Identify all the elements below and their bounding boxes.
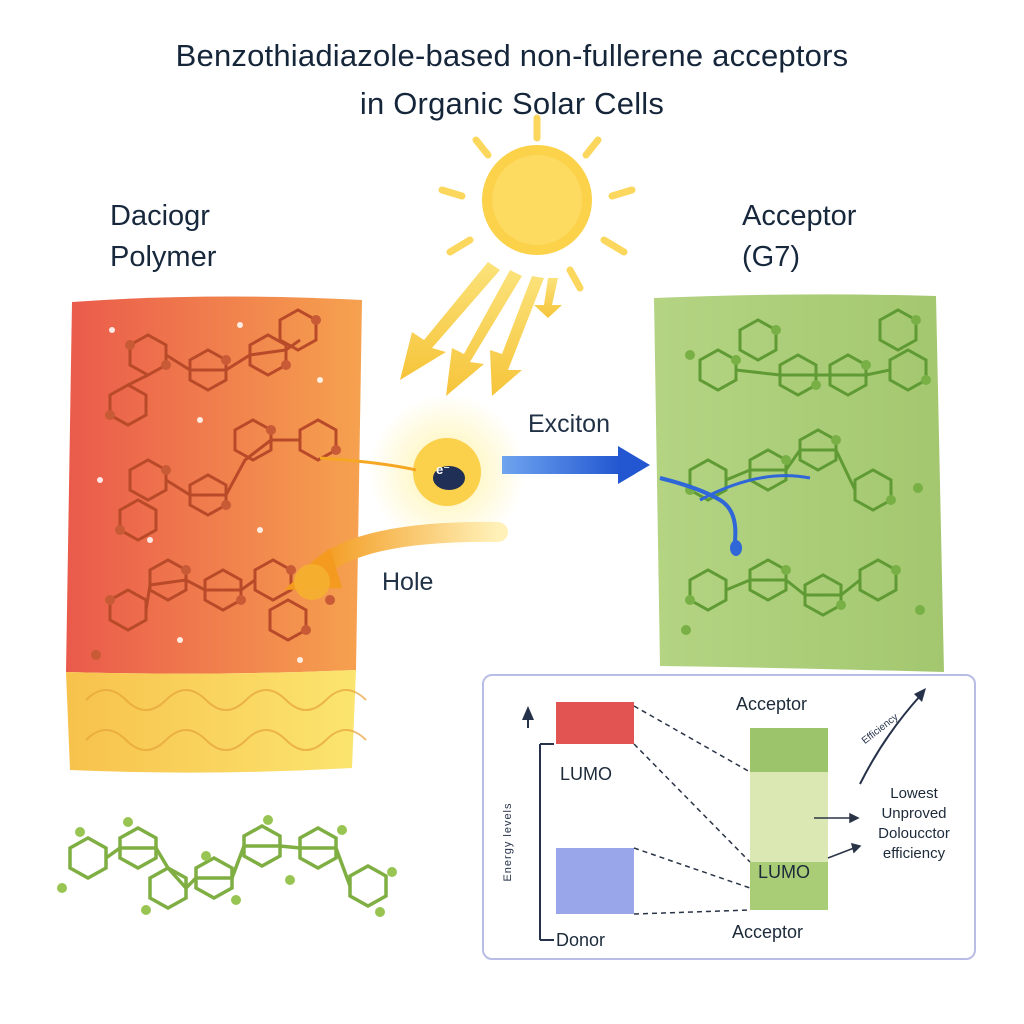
acceptor-lumo-label: LUMO (758, 862, 811, 882)
note-arrows (814, 812, 862, 859)
sun-ray-arrows (400, 262, 562, 396)
hole-label: Hole (382, 568, 434, 596)
connector-lines (633, 705, 751, 915)
donor-lumo-level (556, 702, 634, 744)
energy-level-panel: Energy levels LUMO Donor Acceptor LUMO A… (482, 674, 976, 960)
donor-atoms (91, 315, 341, 660)
axis-label-wrap: Energy levels (488, 748, 528, 944)
acceptor-top-level (750, 728, 828, 772)
molecule-chain-icon (57, 815, 397, 917)
donor-label: Daciogr Polymer (110, 196, 216, 278)
acceptor-label: Acceptor (G7) (742, 196, 856, 278)
donor-film (66, 296, 367, 773)
energy-level-diagram (522, 688, 926, 941)
donor-label-line2: Polymer (110, 241, 217, 273)
exciton-arrow-icon (502, 446, 811, 556)
acceptor-label-line1: Acceptor (742, 200, 857, 232)
electron-icon (369, 394, 525, 550)
acceptor-atoms (681, 315, 931, 635)
donor-sparkles (97, 322, 323, 663)
donor-level-label: Donor (556, 930, 606, 950)
note-line1: Lowest (890, 785, 938, 802)
donor-level (556, 848, 634, 914)
acceptor-mid-level (750, 772, 828, 862)
title-line-2: in Organic Solar Cells (359, 86, 665, 121)
hole-arrow-icon (284, 521, 508, 600)
efficiency-trend-arrow-icon (859, 688, 926, 785)
acceptor-film (654, 294, 944, 672)
axis-arrow-icon (522, 706, 534, 720)
exciton-label: Exciton (528, 410, 610, 438)
acceptor-molecule-chains (688, 308, 928, 617)
donor-to-electron-link (319, 456, 417, 472)
efficiency-note: Lowest Unproved Doloucctor efficiency (858, 784, 970, 864)
electron-label: e⁻ (436, 462, 451, 477)
note-line2: Unproved (881, 805, 947, 822)
sun-icon (438, 114, 636, 292)
acceptor-top-label: Acceptor (736, 694, 808, 714)
acceptor-lumo-level (750, 862, 828, 910)
acceptor-label-line2: (G7) (742, 241, 800, 273)
note-line3: Doloucctor (878, 825, 950, 842)
donor-lumo-label: LUMO (560, 764, 613, 784)
note-line4: efficiency (882, 845, 946, 862)
energy-axis-label: Energy levels (502, 802, 514, 882)
donor-label-line1: Daciogr (110, 200, 210, 232)
acceptor-bottom-label: Acceptor (732, 922, 804, 942)
title-line-1: Benzothiadiazole-based non-fullerene acc… (175, 38, 849, 73)
